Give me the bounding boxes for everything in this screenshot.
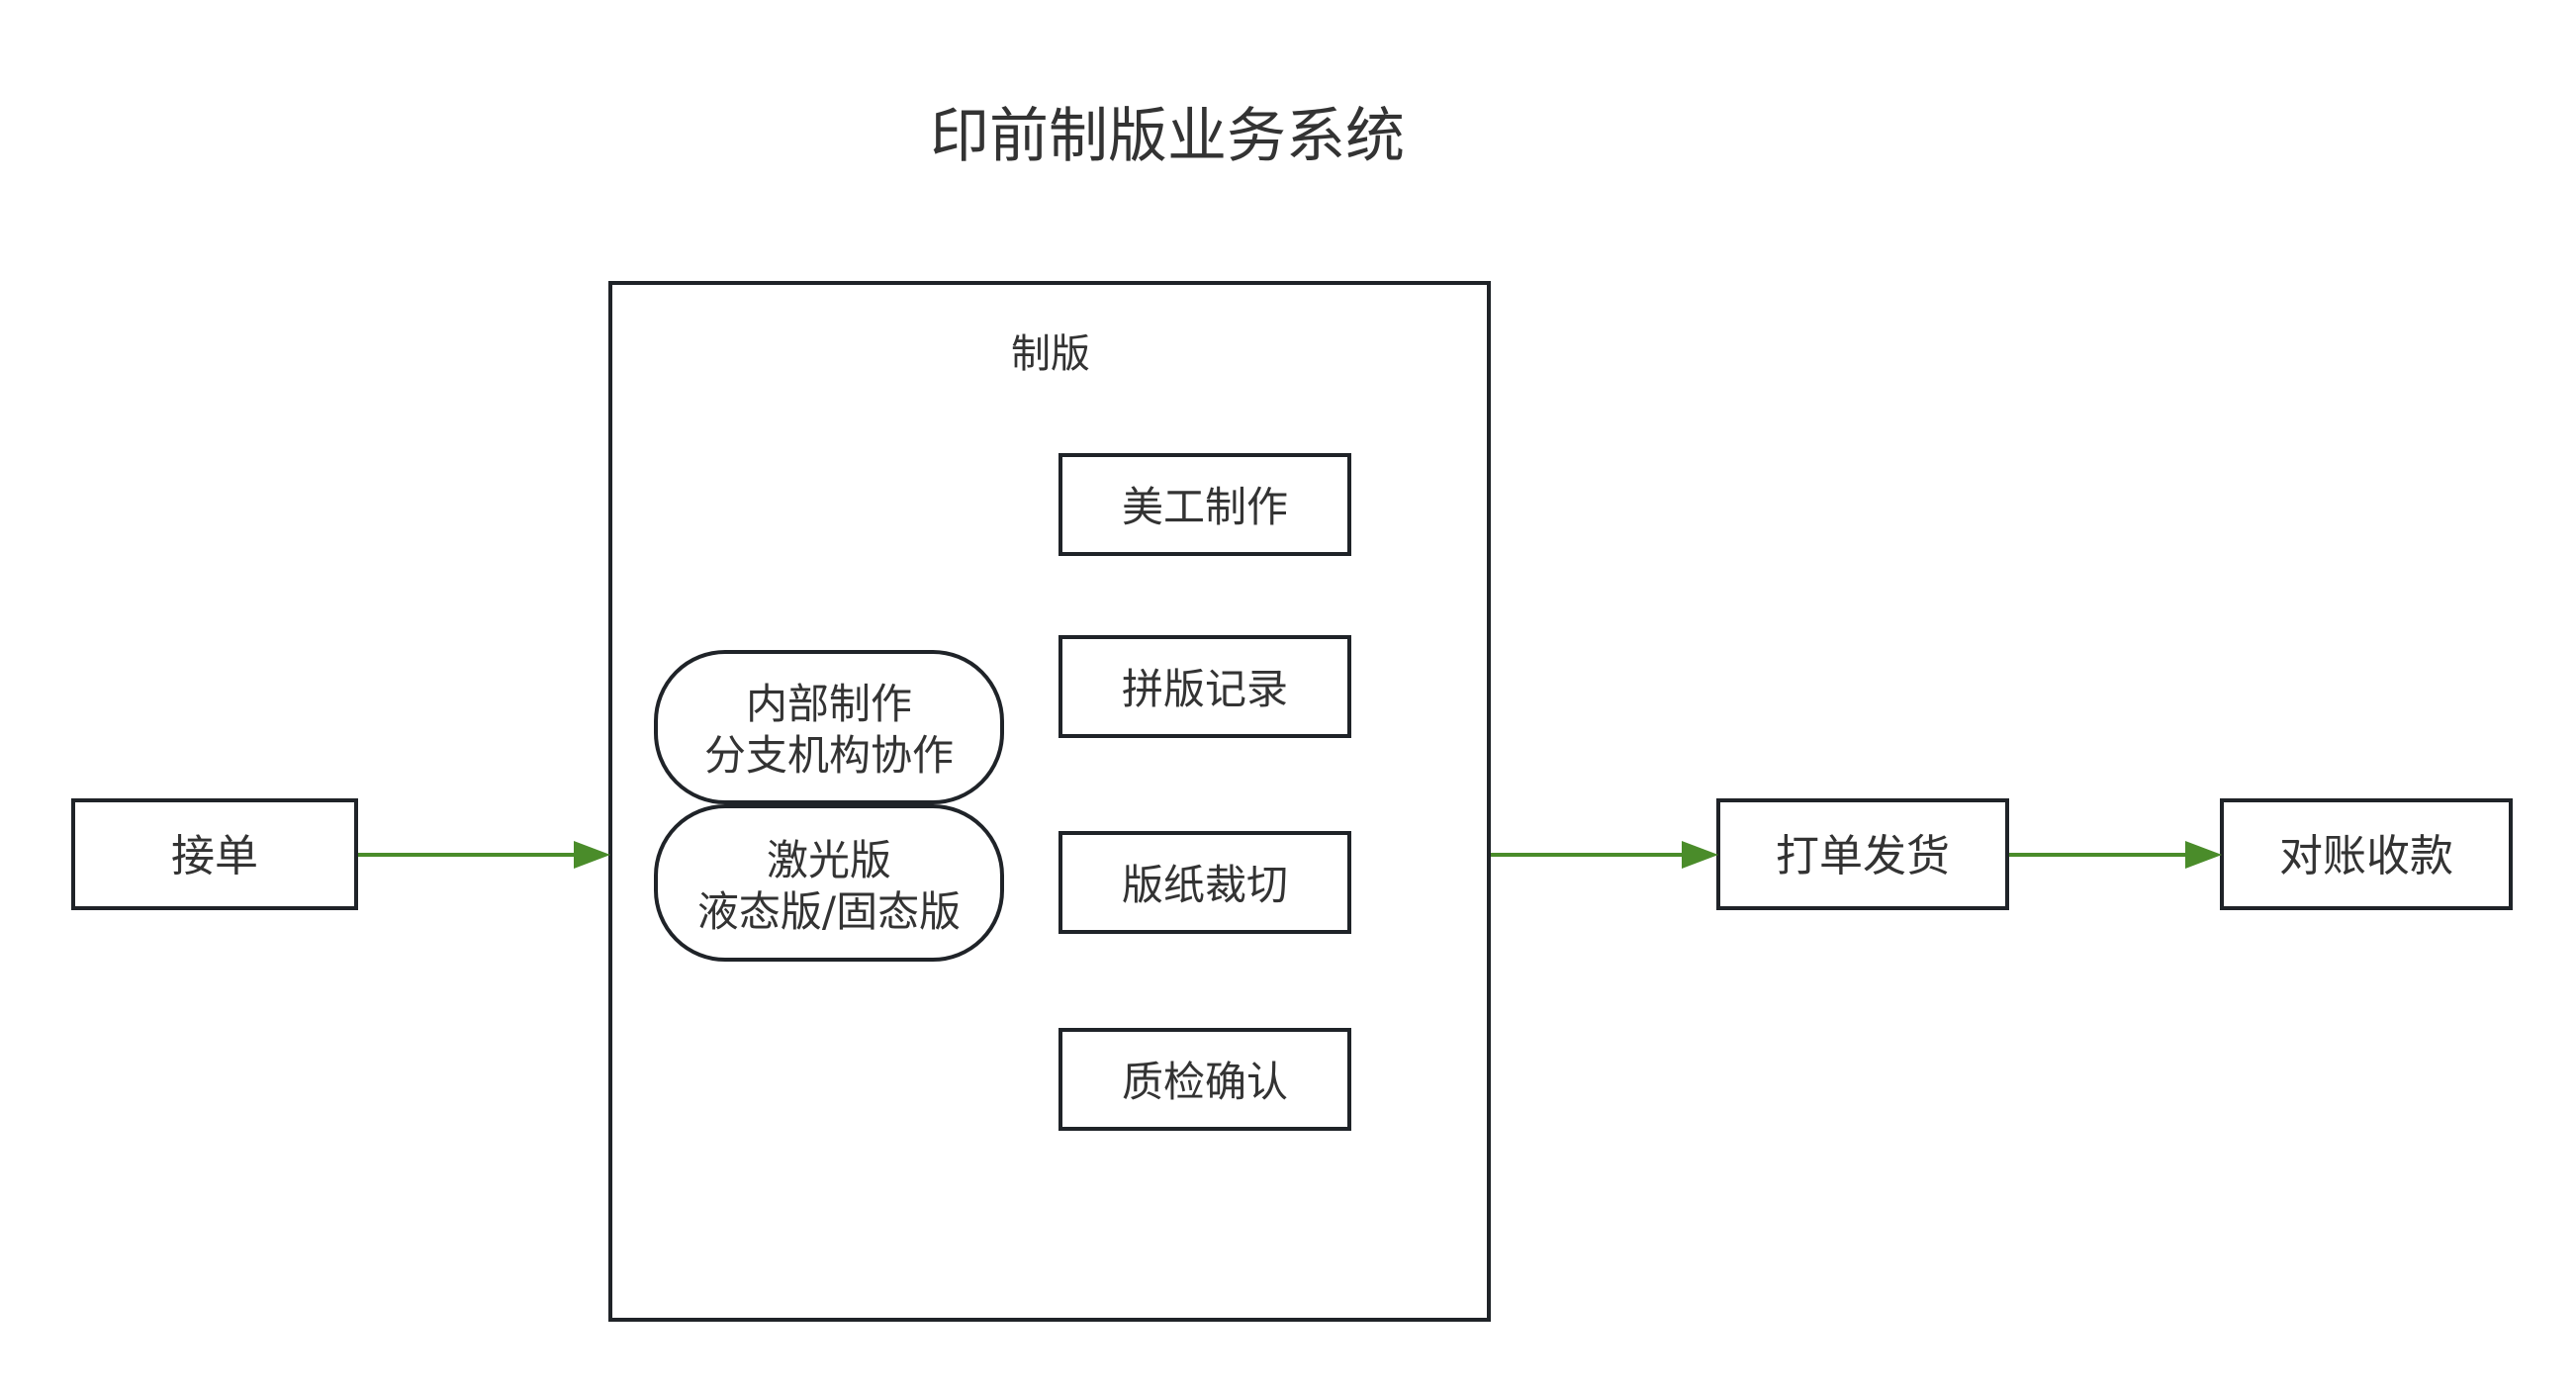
node-billing[interactable]: 对账收款 (2220, 798, 2513, 910)
node-cutting[interactable]: 版纸裁切 (1058, 831, 1351, 934)
platemaking-container-label: 制版 (1011, 331, 1090, 377)
node-internal-production-line2: 分支机构协作 (704, 731, 954, 780)
edge-ship-to-billing (2009, 841, 2222, 869)
node-art-label: 美工制作 (1122, 483, 1288, 531)
node-qc-label: 质检确认 (1122, 1058, 1288, 1106)
node-ship-label: 打单发货 (1776, 831, 1950, 881)
node-laser-plate-line2: 液态版/固态版 (697, 887, 961, 936)
node-imposition-label: 拼版记录 (1122, 665, 1288, 713)
node-order[interactable]: 接单 (71, 798, 358, 910)
node-billing-label: 对账收款 (2279, 831, 2453, 881)
edge-platemaking-to-ship (1491, 841, 1718, 869)
node-qc[interactable]: 质检确认 (1058, 1028, 1351, 1131)
node-internal-production-line1: 内部制作 (746, 680, 912, 728)
node-laser-plate[interactable]: 激光版 液态版/固态版 (654, 804, 1004, 962)
node-laser-plate-line1: 激光版 (767, 836, 891, 884)
node-ship[interactable]: 打单发货 (1716, 798, 2009, 910)
node-internal-production[interactable]: 内部制作 分支机构协作 (654, 650, 1004, 804)
node-order-label: 接单 (171, 831, 258, 881)
diagram-title: 印前制版业务系统 (930, 102, 1405, 171)
edge-order-to-platemaking (358, 841, 610, 869)
node-cutting-label: 版纸裁切 (1122, 861, 1288, 909)
node-imposition[interactable]: 拼版记录 (1058, 635, 1351, 738)
node-art[interactable]: 美工制作 (1058, 453, 1351, 556)
